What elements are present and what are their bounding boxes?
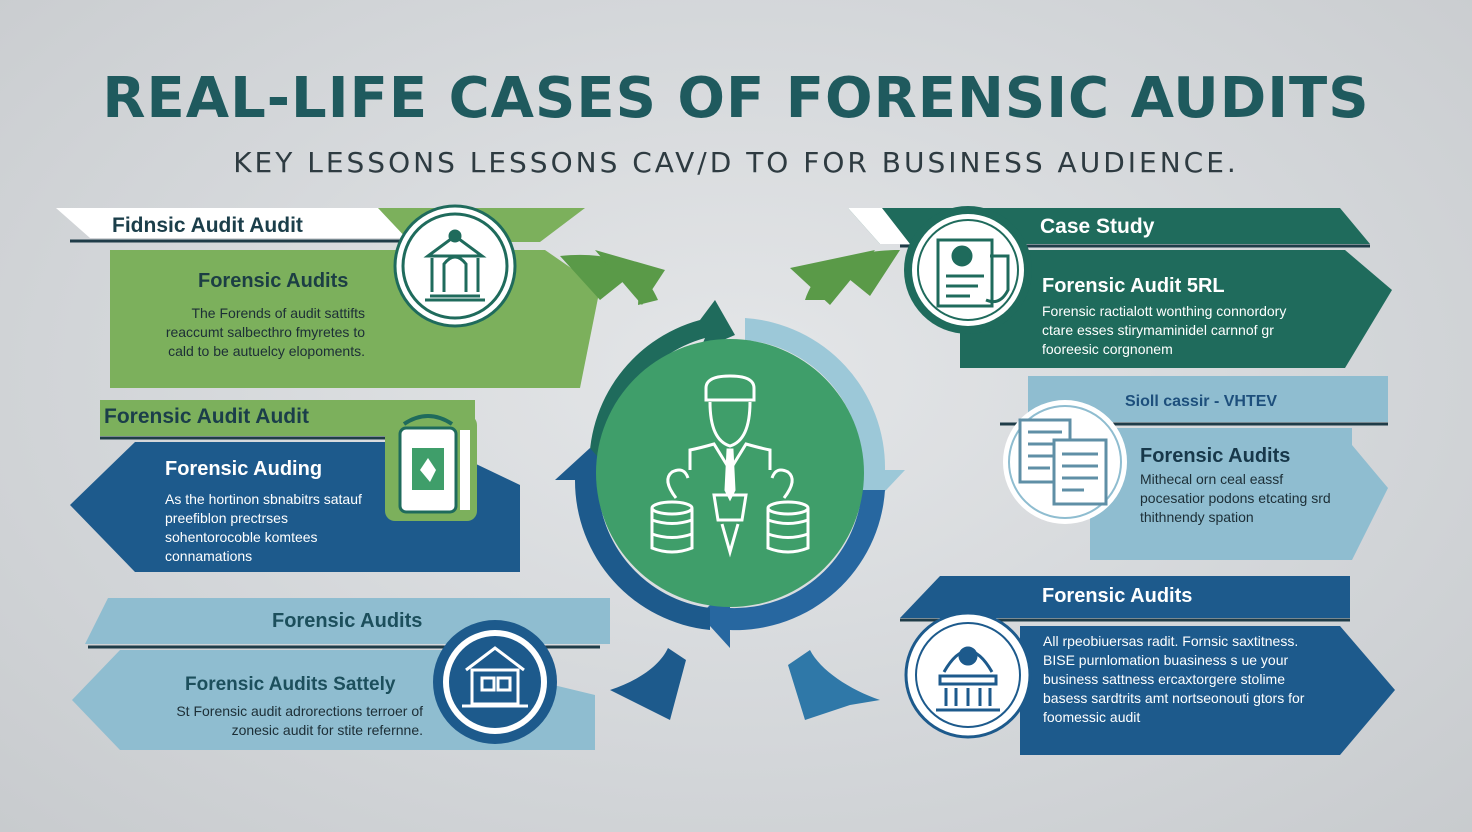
documents-icon xyxy=(1003,400,1127,524)
courthouse-icon xyxy=(393,204,517,328)
cycle-arc-bottom-right xyxy=(700,490,885,648)
cycle-arc-top-right xyxy=(745,318,905,505)
center-cycle xyxy=(555,300,905,648)
card-bottom-right-body-panel xyxy=(1020,626,1395,755)
card-top-right-body-panel xyxy=(960,250,1392,368)
card-bottom-right-body: All rpeobiuersas radit. Fornsic saxtitne… xyxy=(1043,633,1305,725)
card-mid-left-heading: Forensic Auding xyxy=(165,458,323,480)
card-mid-right-heading: Forensic Audits xyxy=(1140,445,1291,467)
card-top-right-heading: Forensic Audit 5RL xyxy=(1042,275,1225,297)
card-mid-left-label: Forensic Audit Audit xyxy=(104,405,309,428)
arrow-bottom-right xyxy=(788,650,880,720)
card-bottom-right xyxy=(788,576,1395,755)
card-top-right-label: Case Study xyxy=(1040,215,1155,238)
card-mid-right-label: Sioll cassir - VHTEV xyxy=(1125,393,1278,410)
building-icon xyxy=(433,620,557,744)
card-top-left-body: The Forends of audit sattifts reaccumt s… xyxy=(165,305,365,359)
arrow-bottom-left xyxy=(610,648,686,720)
page-title: REAL-LIFE CASES OF FORENSIC AUDITS xyxy=(102,66,1370,131)
card-mid-right-body-panel xyxy=(1090,428,1388,560)
bank-icon xyxy=(904,611,1032,739)
cycle-arc-bottom-left xyxy=(555,448,710,630)
auditor-icon xyxy=(650,374,810,558)
card-top-left-heading: Forensic Audits xyxy=(198,270,349,292)
document-seal-icon xyxy=(385,414,477,521)
card-top-left-label-band xyxy=(56,208,412,238)
card-bottom-left-heading: Forensic Audits Sattely xyxy=(185,674,396,695)
page-subtitle: KEY LESSONS LESSONS CAV/D TO FOR BUSINES… xyxy=(233,146,1239,179)
card-top-left-label: Fidnsic Audit Audit xyxy=(112,214,303,237)
card-bottom-left-body: St Forensic audit adrorections terroer o… xyxy=(176,703,423,738)
report-icon xyxy=(904,206,1032,334)
card-top-right-body: Forensic ractialott wonthing connordory … xyxy=(1042,303,1287,357)
card-bottom-left-label: Forensic Audits xyxy=(272,610,423,632)
card-bottom-right-label-band xyxy=(900,576,1350,618)
card-mid-left-label-band xyxy=(100,400,475,436)
card-mid-right-label-band xyxy=(1028,376,1388,422)
arrow-top-left xyxy=(560,254,658,305)
card-bottom-right-label: Forensic Audits xyxy=(1042,585,1193,607)
card-mid-right-body: Mithecal orn ceal eassf pocesatior podon… xyxy=(1140,471,1331,525)
card-mid-left-body: As the hortinon sbnabitrs satauf preefib… xyxy=(165,491,362,564)
